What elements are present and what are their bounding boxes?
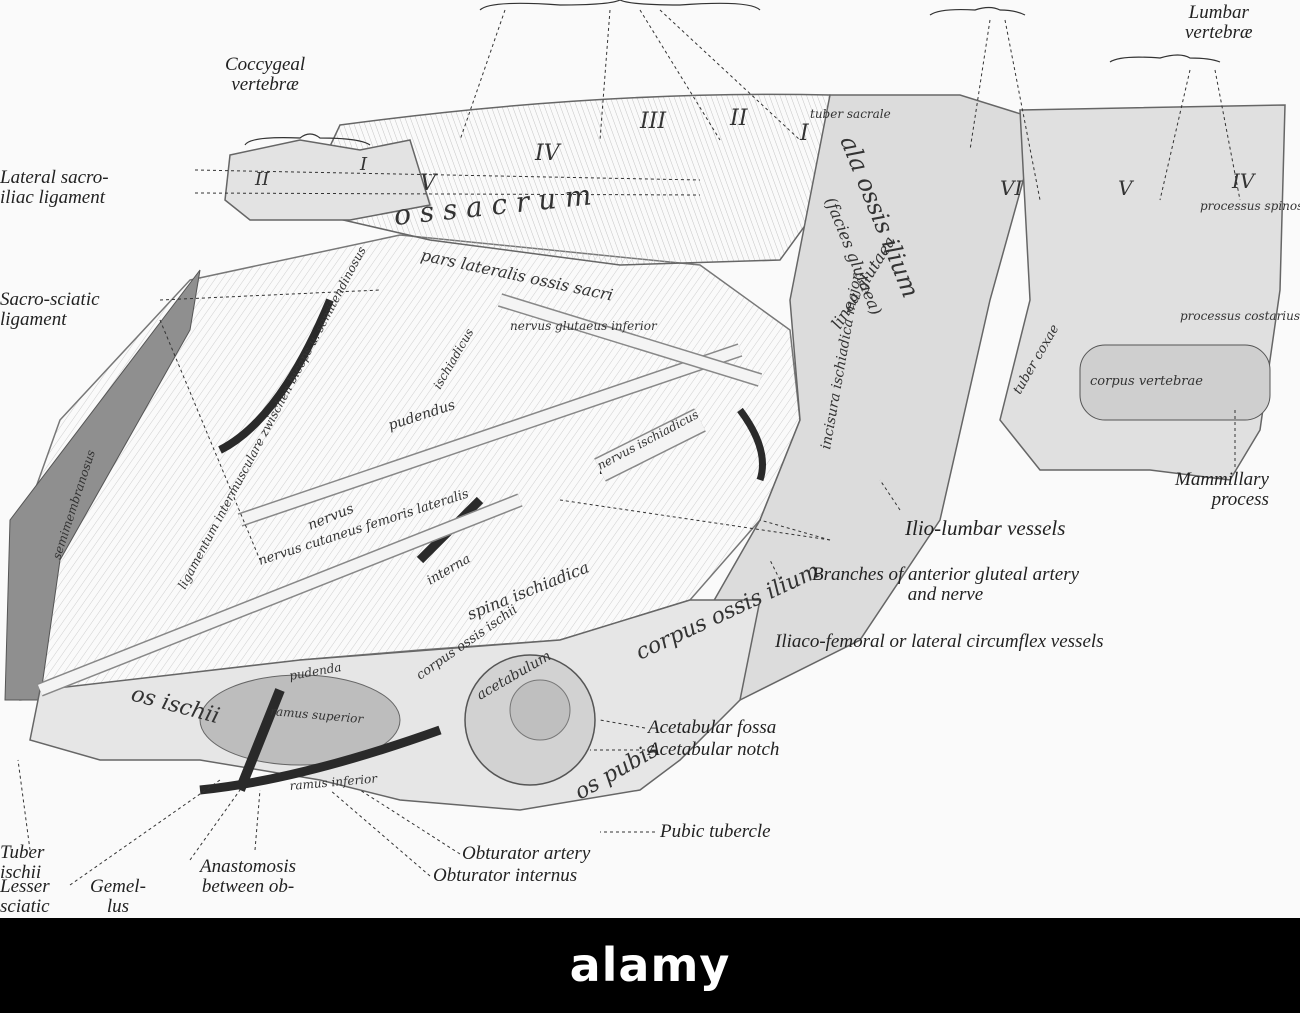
coccygeal-numeral: I	[359, 154, 368, 175]
coccygeal-bone	[224, 139, 431, 221]
vessel	[235, 688, 285, 792]
anatomy-drawing: V IV III II I o s s a c r u m tuber sacr…	[4, 0, 1300, 886]
vessel	[737, 407, 766, 482]
nervus-glutaeus-inferior-inscription: nervus glutaeus inferior	[510, 319, 658, 333]
acetabular-fossa-shape	[509, 679, 571, 741]
sacrum-numeral: III	[639, 109, 667, 134]
sacrum-numeral: V	[420, 171, 438, 196]
sacrum-numeral: II	[729, 106, 749, 131]
label-acetabular-fossa: Acetabular fossa	[648, 717, 777, 738]
sacrum-numeral: IV	[534, 141, 562, 166]
nerve	[37, 494, 523, 696]
label-mammillary-process: Mammillary process	[1175, 469, 1269, 510]
nerve	[498, 294, 762, 386]
label-lesser-sciatic: Lesser sciatic	[0, 876, 50, 917]
label-anastomosis: Anastomosis between ob-	[200, 856, 297, 897]
label-sacro-sciatic-ligament: Sacro-sciatic ligament	[0, 289, 100, 330]
corpus-vertebrae-inscription: corpus vertebrae	[1090, 374, 1203, 389]
coccygeal-numeral: II	[254, 169, 270, 190]
processus-spinosus-inscription: processus spinosus	[1200, 199, 1300, 213]
sacrum-numeral: I	[799, 121, 810, 146]
label-lateral-sacro-iliac-ligament: Lateral sacro- iliac ligament	[0, 167, 109, 208]
label-obturator-artery: Obturator artery	[462, 843, 591, 864]
sacrum-numerals: V IV III II I	[420, 106, 810, 196]
label-iliaco-femoral: Iliaco-femoral or lateral circumflex ves…	[775, 631, 1104, 652]
processus-costarius-inscription: processus costarius	[1180, 309, 1300, 323]
lumbar-numerals: VI V IV	[1000, 169, 1257, 200]
label-lumbar-vertebrae: Lumbar vertebræ	[1185, 2, 1253, 43]
coccygeal-numerals: II I	[254, 154, 368, 190]
vessel	[218, 298, 334, 454]
brace-top	[479, 0, 761, 11]
leader-lines	[17, 9, 1241, 886]
lumbar-numeral: VI	[1000, 176, 1023, 200]
brace-lumbar	[1109, 54, 1221, 63]
label-gemellus: Gemel- lus	[90, 876, 146, 917]
label-tuber-ischii: Tuber ischii	[0, 842, 45, 883]
vessel	[199, 725, 442, 795]
brace-right	[929, 6, 1026, 16]
brace-coccygeal	[244, 133, 371, 146]
vertebral-bodies	[1079, 344, 1271, 421]
label-obturator-internus: Obturator internus	[433, 865, 578, 886]
lumbar-vertebrae	[999, 104, 1286, 481]
lumbar-numeral: V	[1118, 176, 1135, 200]
anatomy-figure: V IV III II I o s s a c r u m tuber sacr…	[0, 0, 1300, 918]
label-pubic-tubercle: Pubic tubercle	[660, 821, 771, 842]
nerve	[594, 409, 706, 481]
nerve	[238, 344, 742, 526]
label-coccygeal-vertebrae: Coccygeal vertebræ	[225, 54, 306, 95]
obturator-foramen	[199, 674, 401, 766]
brand-logo: alamy	[569, 937, 731, 992]
label-ilio-lumbar-vessels: Ilio-lumbar vessels	[905, 516, 1066, 540]
tuber-sacrale-inscription: tuber sacrale	[810, 107, 891, 121]
watermark-banner: alamy	[0, 918, 1300, 1013]
label-anterior-gluteal: Branches of anterior gluteal artery and …	[812, 564, 1080, 605]
lumbar-numeral: IV	[1231, 169, 1257, 193]
label-acetabular-notch: Acetabular notch	[648, 739, 780, 760]
